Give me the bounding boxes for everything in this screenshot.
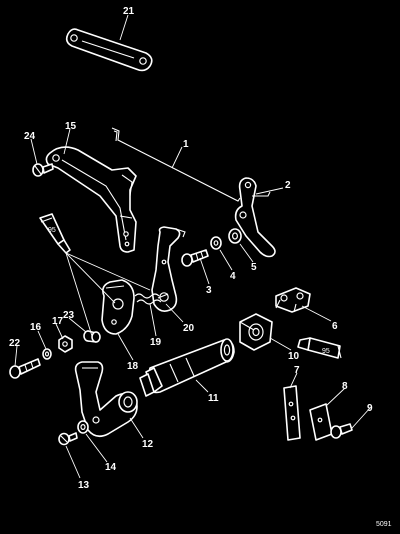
- part-2-lever: [234, 177, 276, 258]
- part-12-shift-lever: [74, 361, 138, 438]
- label-4: 4: [230, 271, 236, 282]
- part-20-cam-lever: [151, 226, 186, 312]
- part-7-plate: [283, 385, 301, 441]
- leader-lines: [14, 14, 371, 479]
- part-19-spring: [134, 293, 169, 305]
- label-20: 20: [183, 323, 195, 334]
- label-15: 15: [65, 121, 77, 132]
- label-24: 24: [24, 131, 36, 142]
- label-16: 16: [30, 322, 42, 333]
- label-23: 23: [63, 310, 75, 321]
- part-17-nut: [58, 335, 73, 353]
- part-9-screw: [330, 423, 353, 439]
- part-21-link-bar: [65, 28, 153, 72]
- grease-tube-right: 95: [297, 337, 342, 359]
- label-19: 19: [150, 337, 162, 348]
- part-15-shift-bracket: [45, 146, 137, 253]
- label-8: 8: [342, 381, 348, 392]
- part-24-screw: [32, 163, 54, 177]
- part-4-washer: [210, 236, 222, 250]
- label-3: 3: [206, 285, 212, 296]
- label-11: 11: [208, 393, 219, 404]
- grease-tube-left: 95: [39, 213, 71, 254]
- label-22: 22: [9, 338, 21, 349]
- tube-mark-right: 95: [322, 348, 330, 355]
- part-18-cam: [101, 279, 135, 335]
- part-number-labels: 21 1 2 3 4 5 6 7 8 9 10 11 12 13 14 15 1…: [9, 6, 373, 491]
- label-2: 2: [285, 180, 291, 191]
- part-5-bushing: [228, 228, 242, 244]
- part-1-shift-rod: [111, 127, 241, 202]
- part-11-shift-shaft: [139, 338, 235, 397]
- part-10-block: [239, 313, 273, 351]
- label-12: 12: [142, 439, 154, 450]
- label-1: 1: [183, 139, 189, 150]
- label-9: 9: [367, 403, 373, 414]
- part-16-washer: [42, 348, 52, 360]
- label-7: 7: [294, 365, 300, 376]
- part-13-screw: [58, 432, 78, 446]
- label-14: 14: [105, 462, 117, 473]
- label-10: 10: [288, 351, 300, 362]
- part-14-washer: [77, 420, 89, 434]
- label-18: 18: [127, 361, 139, 372]
- label-13: 13: [78, 480, 90, 491]
- part-3-bolt: [181, 249, 209, 267]
- label-17: 17: [52, 316, 64, 327]
- figure-reference: 5091: [376, 521, 392, 528]
- lube-guidelines: [65, 252, 151, 337]
- part-6-bracket: [275, 287, 311, 313]
- label-21: 21: [123, 6, 135, 17]
- tube-mark-left: 95: [48, 227, 56, 234]
- label-5: 5: [251, 262, 257, 273]
- label-6: 6: [332, 321, 338, 332]
- part-23-bushing: [83, 330, 101, 343]
